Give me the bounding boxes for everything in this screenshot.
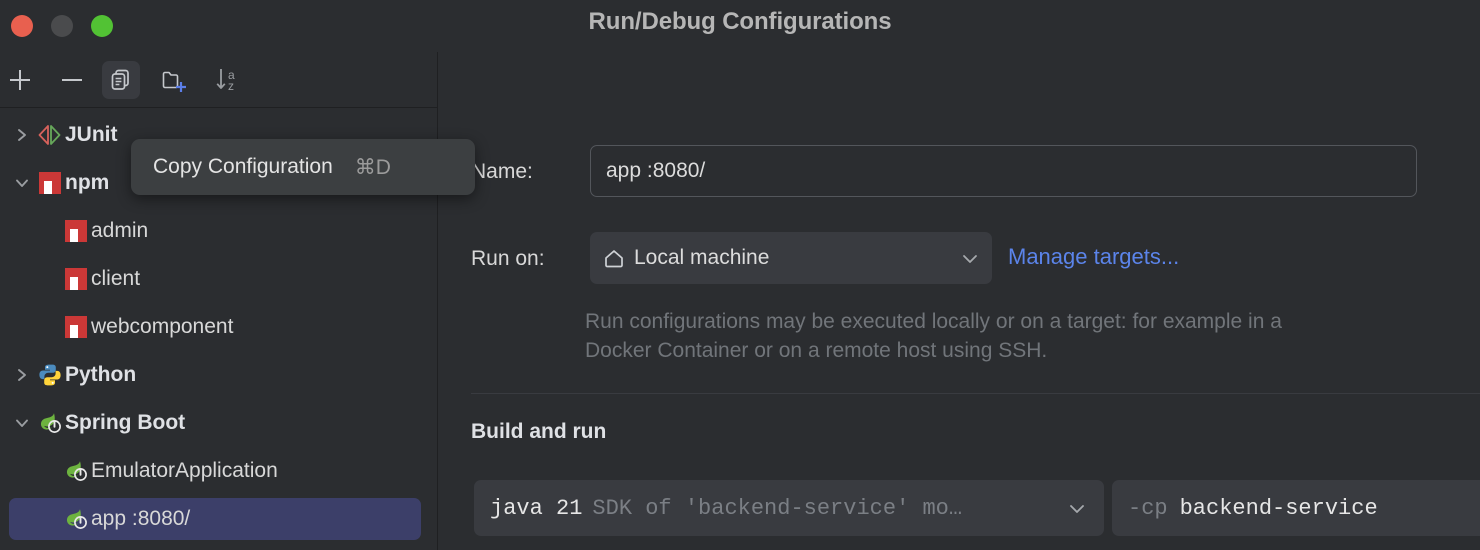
panel-divider[interactable] <box>437 52 438 550</box>
configurations-panel: a z JUnit <box>0 52 438 550</box>
title-bar: Run/Debug Configurations <box>0 0 1480 52</box>
svg-text:a: a <box>228 68 235 82</box>
tooltip-label: Copy Configuration <box>153 155 333 178</box>
chevron-down-icon[interactable] <box>1056 501 1088 515</box>
npm-icon <box>61 217 91 245</box>
toolbar-separator <box>0 107 438 108</box>
tree-item-label: client <box>91 267 141 290</box>
tree-item-client[interactable]: client <box>9 258 421 300</box>
run-on-hint: Run configurations may be executed local… <box>585 310 1282 362</box>
npm-icon <box>35 169 65 197</box>
tree-item-label: Spring Boot <box>65 411 186 434</box>
python-icon <box>35 361 65 389</box>
svg-text:z: z <box>228 79 234 93</box>
tree-item-spring-boot[interactable]: Spring Boot <box>9 402 421 444</box>
window-controls <box>11 15 113 37</box>
npm-icon <box>61 265 91 293</box>
tree-item-webcomponent[interactable]: webcomponent <box>9 306 421 348</box>
copy-configuration-button[interactable] <box>102 61 140 99</box>
run-on-label: Run on: <box>471 247 545 270</box>
tree-item-python[interactable]: Python <box>9 354 421 396</box>
tooltip-shortcut: ⌘D <box>354 155 391 179</box>
tree-item-label: admin <box>91 219 149 242</box>
sort-configurations-button[interactable]: a z <box>208 61 252 99</box>
tree-item-label: EmulatorApplication <box>91 459 278 482</box>
tree-item-label: JUnit <box>65 123 118 146</box>
tree-item-npm[interactable]: npm <box>9 162 421 204</box>
classpath-field[interactable]: -cp backend-service <box>1112 480 1480 536</box>
configuration-editor-panel: Name: Run on: Local machine Manage targe… <box>438 52 1480 550</box>
jdk-description: SDK of 'backend-service' mo… <box>592 495 963 521</box>
tree-item-app-8080[interactable]: app :8080/ <box>9 498 421 540</box>
npm-icon <box>61 313 91 341</box>
classpath-flag: -cp <box>1128 495 1168 521</box>
section-divider <box>471 393 1480 394</box>
tree-item-junit[interactable]: JUnit <box>9 114 421 156</box>
spring-boot-icon <box>61 457 91 485</box>
configurations-toolbar: a z <box>0 52 438 107</box>
close-button[interactable] <box>11 15 33 37</box>
run-on-value: Local machine <box>634 246 770 269</box>
chevron-down-icon[interactable] <box>960 251 980 265</box>
tree-item-label: app :8080/ <box>91 507 191 530</box>
configurations-tree: JUnit npm admin client <box>0 108 438 550</box>
classpath-value: backend-service <box>1179 495 1378 521</box>
minus-icon <box>62 79 82 81</box>
name-input[interactable] <box>590 145 1417 197</box>
chevron-down-icon[interactable] <box>9 416 35 430</box>
sort-alpha-icon: a z <box>216 68 235 93</box>
tree-item-emulatorapplication[interactable]: EmulatorApplication <box>9 450 421 492</box>
plus-icon <box>10 70 30 90</box>
build-and-run-title: Build and run <box>471 420 607 443</box>
home-icon <box>602 247 628 269</box>
maximize-button[interactable] <box>91 15 113 37</box>
jdk-dropdown[interactable]: java 21 SDK of 'backend-service' mo… <box>474 480 1104 536</box>
spring-boot-icon <box>61 505 91 533</box>
tree-item-label: Python <box>65 363 137 386</box>
chevron-down-icon[interactable] <box>9 176 35 190</box>
add-configuration-button[interactable] <box>1 61 39 99</box>
tree-item-label: npm <box>65 171 110 194</box>
remove-configuration-button[interactable] <box>53 61 91 99</box>
folder-add-icon <box>162 71 186 92</box>
junit-icon <box>35 121 65 149</box>
new-folder-button[interactable] <box>157 61 195 99</box>
run-on-dropdown[interactable]: Local machine <box>590 232 992 284</box>
manage-targets-link[interactable]: Manage targets... <box>1008 244 1180 269</box>
window-title: Run/Debug Configurations <box>588 8 892 35</box>
spring-boot-icon <box>35 409 65 437</box>
tree-item-admin[interactable]: admin <box>9 210 421 252</box>
tree-item-label: webcomponent <box>91 315 234 338</box>
copy-icon <box>111 69 129 90</box>
chevron-right-icon[interactable] <box>9 367 35 383</box>
copy-configuration-tooltip: Copy Configuration ⌘D <box>131 139 475 195</box>
jdk-version: java 21 <box>490 495 583 521</box>
minimize-button[interactable] <box>51 15 73 37</box>
chevron-right-icon[interactable] <box>9 127 35 143</box>
name-label: Name: <box>471 160 533 183</box>
